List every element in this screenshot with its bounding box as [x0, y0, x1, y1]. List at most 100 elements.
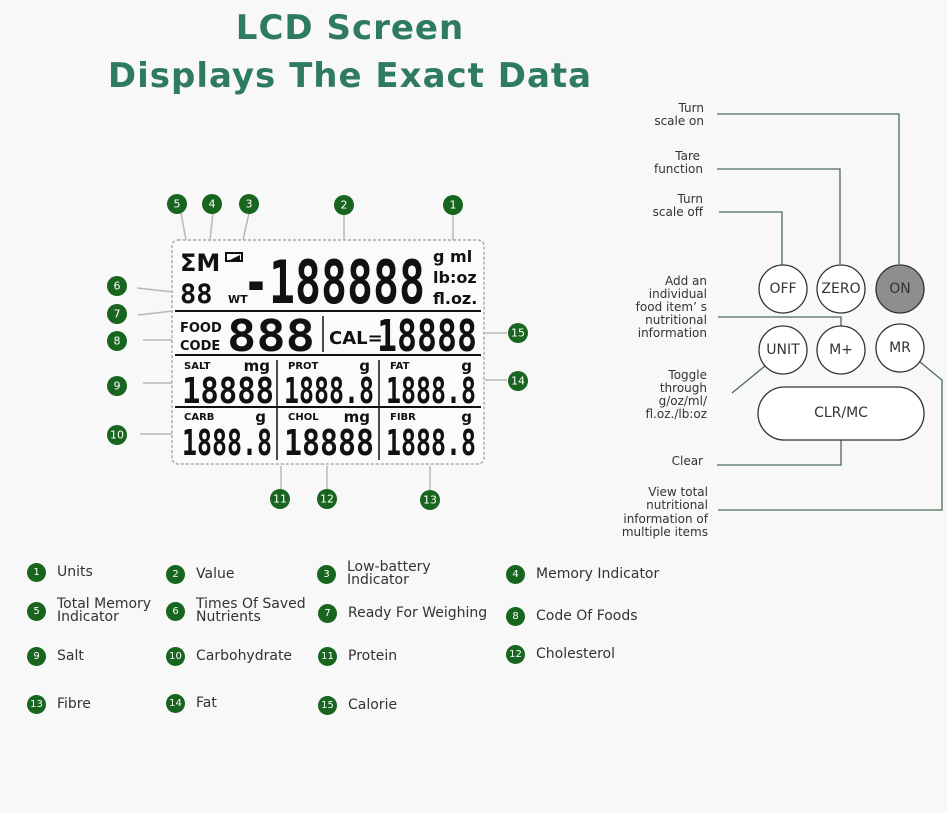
off-button[interactable]: OFF — [758, 264, 808, 314]
lcd-diagram: ΣM 88 WT -188888 g ml lb:oz fl.oz. FOOD … — [107, 101, 943, 539]
callout-view-total: View total nutritional information of mu… — [622, 485, 709, 539]
badge-14: 14 — [508, 371, 528, 391]
svg-text:4: 4 — [209, 198, 216, 211]
svg-text:Turn: Turn — [678, 101, 704, 115]
svg-text:6: 6 — [114, 280, 121, 293]
lcd-unit-fl-oz: fl.oz. — [433, 289, 477, 308]
badge-5: 5 — [167, 194, 187, 214]
svg-text:through: through — [660, 381, 707, 395]
on-button[interactable]: ON — [875, 264, 925, 314]
legend-item-carbohydrate: 10 Carbohydrate — [166, 647, 292, 666]
legend-badge: 1 — [27, 563, 46, 582]
svg-text:UNIT: UNIT — [766, 342, 800, 358]
legend-item-salt: 9 Salt — [27, 647, 84, 666]
lcd-cell-fibr: FIBR g 1888.8 — [386, 408, 476, 464]
badge-3: 3 — [239, 194, 259, 214]
legend-badge: 8 — [506, 607, 525, 626]
badge-10: 10 — [107, 425, 127, 445]
cell-unit: g — [359, 357, 370, 375]
legend-label: Ready For Weighing — [348, 605, 488, 621]
title-line-1: LCD Screen — [235, 8, 465, 48]
callout-toggle-units: Toggle through g/oz/ml/ fl.oz./lb:oz — [645, 368, 707, 421]
legend-label: Salt — [57, 648, 84, 664]
svg-text:information: information — [638, 326, 707, 340]
memory-recall-button[interactable]: MR — [875, 323, 925, 373]
legend-badge: 7 — [318, 604, 337, 623]
svg-text:14: 14 — [511, 375, 525, 388]
clear-memory-button[interactable]: CLR/MC — [757, 386, 925, 441]
svg-text:information of: information of — [623, 512, 708, 526]
lcd-unit-g-ml: g ml — [433, 247, 472, 266]
legend: 1 Units 2 Value 3 Low-battery Indicator … — [0, 555, 947, 735]
legend-badge: 12 — [506, 645, 525, 664]
legend-item-low-battery: 3 Low-battery Indicator — [317, 560, 431, 587]
cell-label: CARB — [184, 412, 214, 423]
cell-unit: g — [255, 408, 266, 426]
svg-text:9: 9 — [114, 380, 121, 393]
legend-label: Fat — [196, 695, 217, 711]
lcd-cell-prot: PROT g 1888.8 — [284, 357, 374, 412]
legend-item-calorie: 15 Calorie — [318, 696, 397, 715]
lcd-wt-label: WT — [228, 293, 248, 306]
cell-label: SALT — [184, 361, 211, 372]
legend-badge: 14 — [166, 694, 185, 713]
lcd-code-label: CODE — [180, 339, 220, 354]
cell-label: CHOL — [288, 412, 319, 423]
svg-text:nutritional: nutritional — [646, 498, 708, 512]
callout-turn-on: Turn scale on — [654, 101, 704, 128]
svg-text:Toggle: Toggle — [667, 368, 707, 382]
svg-text:g/oz/ml/: g/oz/ml/ — [659, 394, 708, 408]
svg-text:3: 3 — [246, 198, 253, 211]
svg-text:10: 10 — [110, 429, 124, 442]
cell-unit: g — [461, 408, 472, 426]
svg-text:Clear: Clear — [672, 454, 703, 468]
svg-text:food item’ s: food item’ s — [636, 300, 707, 314]
legend-label: Value — [196, 566, 235, 582]
badge-8: 8 — [107, 331, 127, 351]
lcd-total-memory-symbol: ΣM — [180, 249, 220, 277]
cell-value: 1888.8 — [182, 423, 272, 464]
svg-text:function: function — [654, 162, 703, 176]
memory-plus-button[interactable]: M+ — [816, 325, 866, 375]
svg-text:15: 15 — [511, 327, 525, 340]
svg-text:2: 2 — [341, 199, 348, 212]
legend-item-memory: 4 Memory Indicator — [506, 565, 659, 584]
legend-item-food-code: 8 Code Of Foods — [506, 607, 638, 626]
badge-11: 11 — [270, 489, 290, 509]
badge-2: 2 — [334, 195, 354, 215]
legend-label: Protein — [348, 648, 398, 664]
svg-text:Turn: Turn — [677, 192, 703, 206]
legend-badge: 13 — [27, 695, 46, 714]
lcd-main-value: -188888 — [243, 248, 425, 318]
svg-text:12: 12 — [320, 493, 334, 506]
cell-unit: mg — [244, 357, 270, 375]
legend-label: Calorie — [348, 697, 398, 713]
legend-label: Units — [57, 564, 93, 580]
svg-text:ON: ON — [889, 281, 911, 297]
cell-unit: g — [461, 357, 472, 375]
lcd-food-code-value: 888 — [227, 311, 315, 362]
lcd-cell-chol: CHOL mg 18888 — [284, 408, 374, 464]
svg-text:individual: individual — [649, 287, 707, 301]
svg-text:fl.oz./lb:oz: fl.oz./lb:oz — [645, 407, 707, 421]
cell-value: 1888.8 — [284, 371, 374, 412]
lcd-cell-fat: FAT g 1888.8 — [386, 357, 476, 412]
zero-button[interactable]: ZERO — [816, 264, 866, 314]
svg-text:multiple items: multiple items — [622, 525, 708, 539]
legend-item-units: 1 Units — [27, 563, 93, 582]
callout-add-item: Add an individual food item’ s nutrition… — [636, 274, 707, 340]
legend-badge: 4 — [506, 565, 525, 584]
unit-button[interactable]: UNIT — [758, 325, 808, 375]
legend-label: Cholesterol — [536, 646, 616, 662]
legend-label: Times Of Saved Nutrients — [196, 596, 306, 625]
badge-9: 9 — [107, 376, 127, 396]
badge-15: 15 — [508, 323, 528, 343]
low-battery-icon — [225, 252, 243, 262]
legend-item-fat: 14 Fat — [166, 694, 217, 713]
svg-text:11: 11 — [273, 493, 287, 506]
svg-text:13: 13 — [423, 494, 437, 507]
lcd-unit-lb-oz: lb:oz — [433, 268, 477, 287]
cell-label: PROT — [288, 361, 319, 372]
legend-label: Code Of Foods — [536, 608, 638, 624]
cell-value: 18888 — [182, 371, 274, 412]
